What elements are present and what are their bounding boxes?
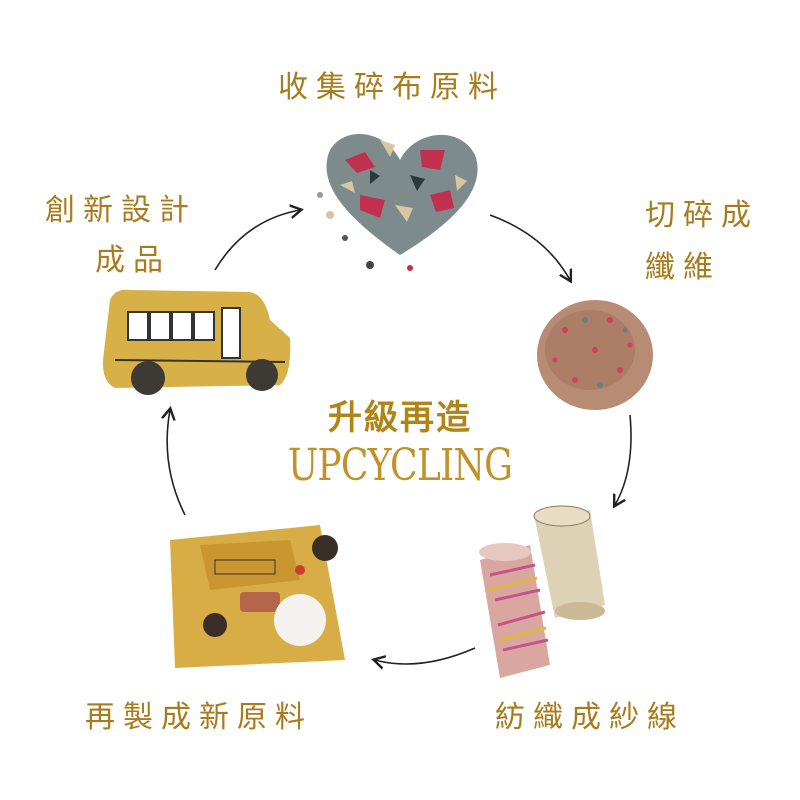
step-shred-label-line2: 纖維	[645, 250, 721, 285]
step-spin-label: 紡織成紗線	[495, 700, 685, 735]
arrow-spin-to-remake	[375, 647, 476, 664]
step-design-label-line1: 創新設計	[45, 193, 197, 228]
yarn-spools-image	[479, 505, 605, 678]
arrow-collect-to-shred	[489, 214, 570, 280]
arrow-shred-to-spin	[615, 414, 632, 505]
school-bus-product-image	[102, 289, 291, 395]
shredded-fiber-ball-image	[537, 300, 653, 410]
arrow-design-to-collect	[214, 210, 300, 271]
step-collect-label: 收集碎布原料	[278, 70, 506, 105]
step-design-label-line2: 成品	[95, 243, 171, 278]
step-remake-label: 再製成新原料	[85, 700, 313, 735]
step-shred-label-line1: 切碎成	[645, 198, 759, 233]
arrow-remake-to-design	[167, 410, 186, 516]
center-title-chinese: 升級再造	[328, 398, 472, 438]
fabric-scraps-heart-image	[317, 133, 478, 271]
recycled-material-pile-image	[170, 525, 345, 668]
center-title-english: UPCYCLING	[287, 440, 513, 491]
